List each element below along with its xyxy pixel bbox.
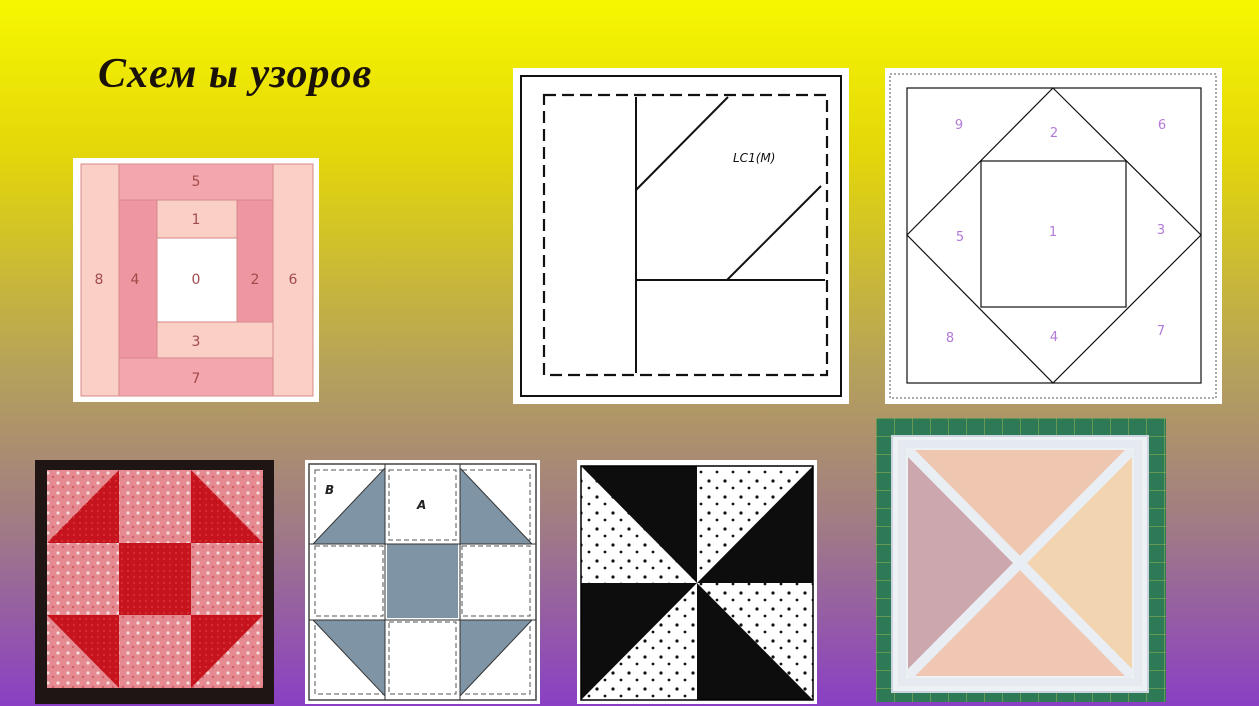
square-label-6: 6 xyxy=(1158,118,1166,133)
log-cabin-label-6: 6 xyxy=(289,272,298,288)
page-title: Схем ы узоров xyxy=(98,50,372,98)
log-cabin-scheme: 0 1 2 3 4 5 6 7 8 xyxy=(73,158,319,402)
pinwheel-scheme xyxy=(577,460,817,704)
square-label-8: 8 xyxy=(946,331,954,346)
shoofly-quilt-photo xyxy=(35,460,274,704)
log-cabin-label-8: 8 xyxy=(95,272,104,288)
pattern-label: LC1(M) xyxy=(733,151,775,165)
log-cabin-label-3: 3 xyxy=(192,334,201,350)
square-label-2: 2 xyxy=(1050,126,1058,141)
log-cabin-label-4: 4 xyxy=(131,272,140,288)
square-label-1: 1 xyxy=(1049,225,1057,240)
log-cabin-label-2: 2 xyxy=(251,272,260,288)
square-label-3: 3 xyxy=(1157,223,1165,238)
log-cabin-label-5: 5 xyxy=(192,174,201,190)
foundation-pattern-scheme: LC1(M) xyxy=(513,68,849,404)
square-label-9: 9 xyxy=(955,118,963,133)
square-in-square-scheme: 9 2 6 5 1 3 8 4 7 xyxy=(885,68,1222,404)
log-cabin-label-0: 0 xyxy=(192,272,201,288)
shoofly-label-b: B xyxy=(325,483,334,497)
log-cabin-label-7: 7 xyxy=(192,371,201,387)
square-label-5: 5 xyxy=(956,230,964,245)
hourglass-quilt-photo xyxy=(876,418,1166,702)
shoofly-scheme: B A xyxy=(305,460,540,704)
shoofly-label-a: A xyxy=(416,498,426,512)
log-cabin-label-1: 1 xyxy=(192,212,201,228)
square-label-4: 4 xyxy=(1050,330,1058,345)
square-label-7: 7 xyxy=(1157,324,1165,339)
